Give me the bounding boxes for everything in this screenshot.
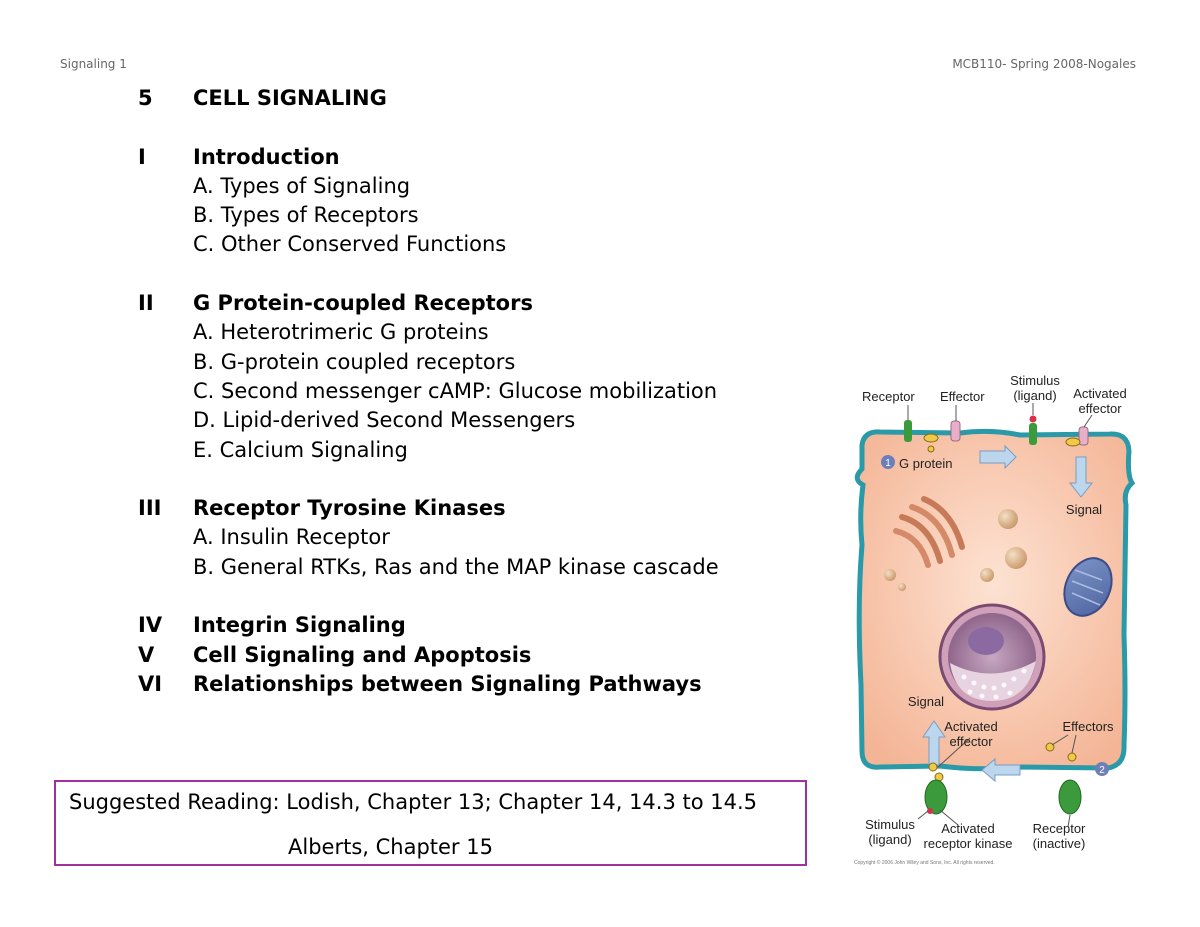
- cell-signaling-figure: 1 G protein: [840, 365, 1170, 875]
- suggested-reading-box: Suggested Reading: Lodish, Chapter 13; C…: [54, 780, 807, 866]
- outline-item: A. Heterotrimeric G proteins: [193, 320, 489, 345]
- arrow-up-icon: [922, 720, 946, 766]
- outline-item: A. Types of Signaling: [193, 173, 411, 198]
- stimulus-b-label: Stimulus: [865, 817, 915, 832]
- arrow-right-icon: [979, 444, 1017, 470]
- section-title: Receptor Tyrosine Kinases: [193, 496, 506, 521]
- outline-title-number: 5: [138, 86, 153, 110]
- effector-shape: [950, 420, 961, 442]
- stimulus-label: Stimulus: [1010, 373, 1060, 388]
- effectors-label: Effectors: [1062, 719, 1114, 734]
- outline-title-row: 5 CELL SIGNALING: [138, 84, 818, 113]
- receptor-label: Receptor: [862, 389, 915, 404]
- svg-text:2: 2: [1099, 765, 1105, 776]
- section-number: V: [138, 642, 155, 667]
- section-number: I: [138, 144, 146, 169]
- reading-line-2: Alberts, Chapter 15: [288, 835, 493, 859]
- section-heading: V Cell Signaling and Apoptosis: [138, 641, 818, 670]
- header-right: MCB110- Spring 2008-Nogales: [952, 57, 1136, 71]
- lecture-outline: 5 CELL SIGNALING I Introduction A. Types…: [138, 84, 818, 699]
- receptor-kinase-shape: [924, 779, 948, 815]
- receptor-shape: [904, 420, 912, 442]
- activated-rk-label-1: Activated: [941, 821, 994, 836]
- ligand-b-label: (ligand): [868, 832, 911, 847]
- section-title: Integrin Signaling: [193, 613, 406, 638]
- section-number: IV: [138, 613, 163, 638]
- section-title: G Protein-coupled Receptors: [193, 291, 533, 316]
- section-heading: II G Protein-coupled Receptors: [138, 289, 818, 318]
- signal-bottom-label: Signal: [908, 694, 944, 709]
- cell-diagram: 1 G protein: [854, 373, 1136, 866]
- outline-item: B. G-protein coupled receptors: [193, 349, 516, 374]
- step-1-badge: [881, 455, 895, 469]
- ligand-label: (ligand): [1013, 388, 1056, 403]
- section-title: Relationships between Signaling Pathways: [193, 671, 702, 696]
- section-heading: I Introduction: [138, 143, 818, 172]
- outline-item: B. Types of Receptors: [193, 203, 419, 228]
- inactive-label: (inactive): [1033, 836, 1086, 851]
- outline-title: CELL SIGNALING: [193, 86, 387, 110]
- stimulus-receptor-shape: [1029, 423, 1037, 445]
- section-title: Cell Signaling and Apoptosis: [193, 642, 532, 667]
- copyright-text: Copyright © 2006 John Wiley and Sons, In…: [854, 859, 995, 866]
- svg-text:1: 1: [885, 458, 891, 469]
- receptor-b-label: Receptor: [1033, 821, 1086, 836]
- section-heading: IV Integrin Signaling: [138, 611, 818, 640]
- effector-label: Effector: [940, 389, 985, 404]
- outline-item: A. Insulin Receptor: [193, 525, 390, 550]
- outline-item: C. Other Conserved Functions: [193, 232, 507, 257]
- effector-lc-label: effector: [1078, 401, 1122, 416]
- g-protein-shape: [923, 433, 939, 443]
- outline-item: E. Calcium Signaling: [193, 437, 408, 462]
- reading-line-1: Suggested Reading: Lodish, Chapter 13; C…: [69, 790, 758, 814]
- arrow-down-icon: [1068, 456, 1094, 498]
- ligand-shape: [1029, 415, 1037, 423]
- section-number: II: [138, 291, 154, 316]
- activated-label: Activated: [1073, 386, 1126, 401]
- outline-item: D. Lipid-derived Second Messengers: [193, 408, 576, 433]
- g-protein-label: G protein: [899, 456, 952, 471]
- vesicle-shape: [998, 509, 1018, 529]
- section-number: III: [138, 496, 162, 521]
- section-number: VI: [138, 671, 163, 696]
- nucleus-shape: [938, 603, 1046, 711]
- vesicle-shape: [980, 568, 994, 582]
- mitochondrion-shape: [1063, 557, 1113, 617]
- activated-effector-label-2: effector: [949, 734, 993, 749]
- activated-effector-shape: [1078, 426, 1089, 446]
- header-left: Signaling 1: [60, 57, 127, 71]
- signal-top-label: Signal: [1066, 502, 1102, 517]
- step-2-badge: [1095, 762, 1109, 776]
- vesicle-shape: [1005, 547, 1027, 569]
- outline-item: B. General RTKs, Ras and the MAP kinase …: [193, 554, 719, 579]
- outline-item: C. Second messenger cAMP: Glucose mobili…: [193, 378, 718, 403]
- inactive-receptor-shape: [1058, 779, 1082, 815]
- activated-effector-label-1: Activated: [944, 719, 997, 734]
- golgi-shape: [893, 496, 965, 568]
- activated-rk-label-2: receptor kinase: [924, 836, 1013, 851]
- arrow-left-icon: [981, 757, 1021, 783]
- section-title: Introduction: [193, 144, 340, 169]
- section-heading: VI Relationships between Signaling Pathw…: [138, 670, 818, 699]
- section-heading: III Receptor Tyrosine Kinases: [138, 494, 818, 523]
